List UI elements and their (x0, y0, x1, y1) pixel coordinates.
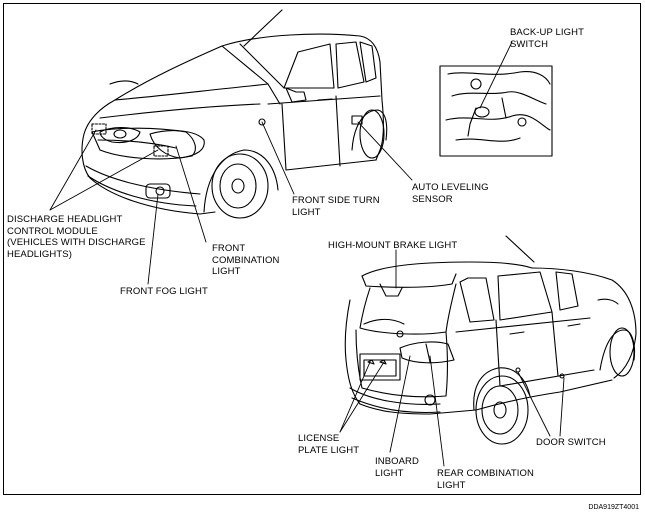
label-line: SENSOR (412, 193, 453, 205)
label-line: PLATE LIGHT (298, 444, 360, 456)
label-discharge-headlight-control-module: DISCHARGE HEADLIGHT CONTROL MODULE (VEHI… (7, 214, 146, 260)
label-auto-leveling-sensor: AUTO LEVELING SENSOR (412, 182, 489, 205)
label-line: HIGH-MOUNT BRAKE LIGHT (328, 240, 458, 251)
label-line: HEADLIGHTS) (7, 248, 72, 260)
leader-lines (49, 41, 565, 467)
label-line: REAR COMBINATION (437, 468, 534, 479)
label-line: SWITCH (510, 38, 549, 50)
label-line: DOOR SWITCH (536, 437, 606, 448)
label-line: LIGHT (292, 206, 321, 218)
front-view-car (81, 9, 388, 219)
reference-code: DDA919ZT4001 (588, 504, 639, 511)
label-license-plate-light: LICENSE PLATE LIGHT (298, 433, 359, 456)
label-line: FRONT SIDE TURN (292, 195, 380, 206)
label-line: BACK-UP LIGHT (510, 27, 584, 38)
label-line: (VEHICLES WITH DISCHARGE (7, 237, 146, 248)
label-line: LIGHT (212, 266, 241, 277)
label-line: DISCHARGE HEADLIGHT (7, 214, 123, 225)
label-high-mount-brake-light: HIGH-MOUNT BRAKE LIGHT (328, 240, 457, 252)
backup-switch-inset (439, 65, 553, 157)
label-line: LIGHT (437, 479, 466, 491)
label-line: LIGHT (375, 467, 404, 479)
label-line: CONTROL MODULE (7, 225, 98, 237)
label-line: COMBINATION (212, 254, 280, 266)
diagram-frame (3, 3, 641, 495)
label-line: FRONT FOG LIGHT (120, 286, 208, 297)
label-line: FRONT (212, 243, 246, 254)
label-backup-light-switch: BACK-UP LIGHT SWITCH (510, 27, 584, 50)
label-line: INBOARD (375, 456, 419, 467)
label-rear-combination-light: REAR COMBINATION LIGHT (437, 468, 534, 491)
label-line: AUTO LEVELING (412, 182, 489, 193)
label-inboard-light: INBOARD LIGHT (375, 456, 419, 479)
label-door-switch: DOOR SWITCH (536, 437, 606, 449)
label-front-fog-light: FRONT FOG LIGHT (120, 286, 208, 298)
label-front-side-turn-light: FRONT SIDE TURN LIGHT (292, 195, 380, 218)
label-front-combination-light: FRONT COMBINATION LIGHT (212, 243, 279, 278)
rear-view-car (344, 235, 637, 445)
label-line: LICENSE (298, 433, 340, 444)
